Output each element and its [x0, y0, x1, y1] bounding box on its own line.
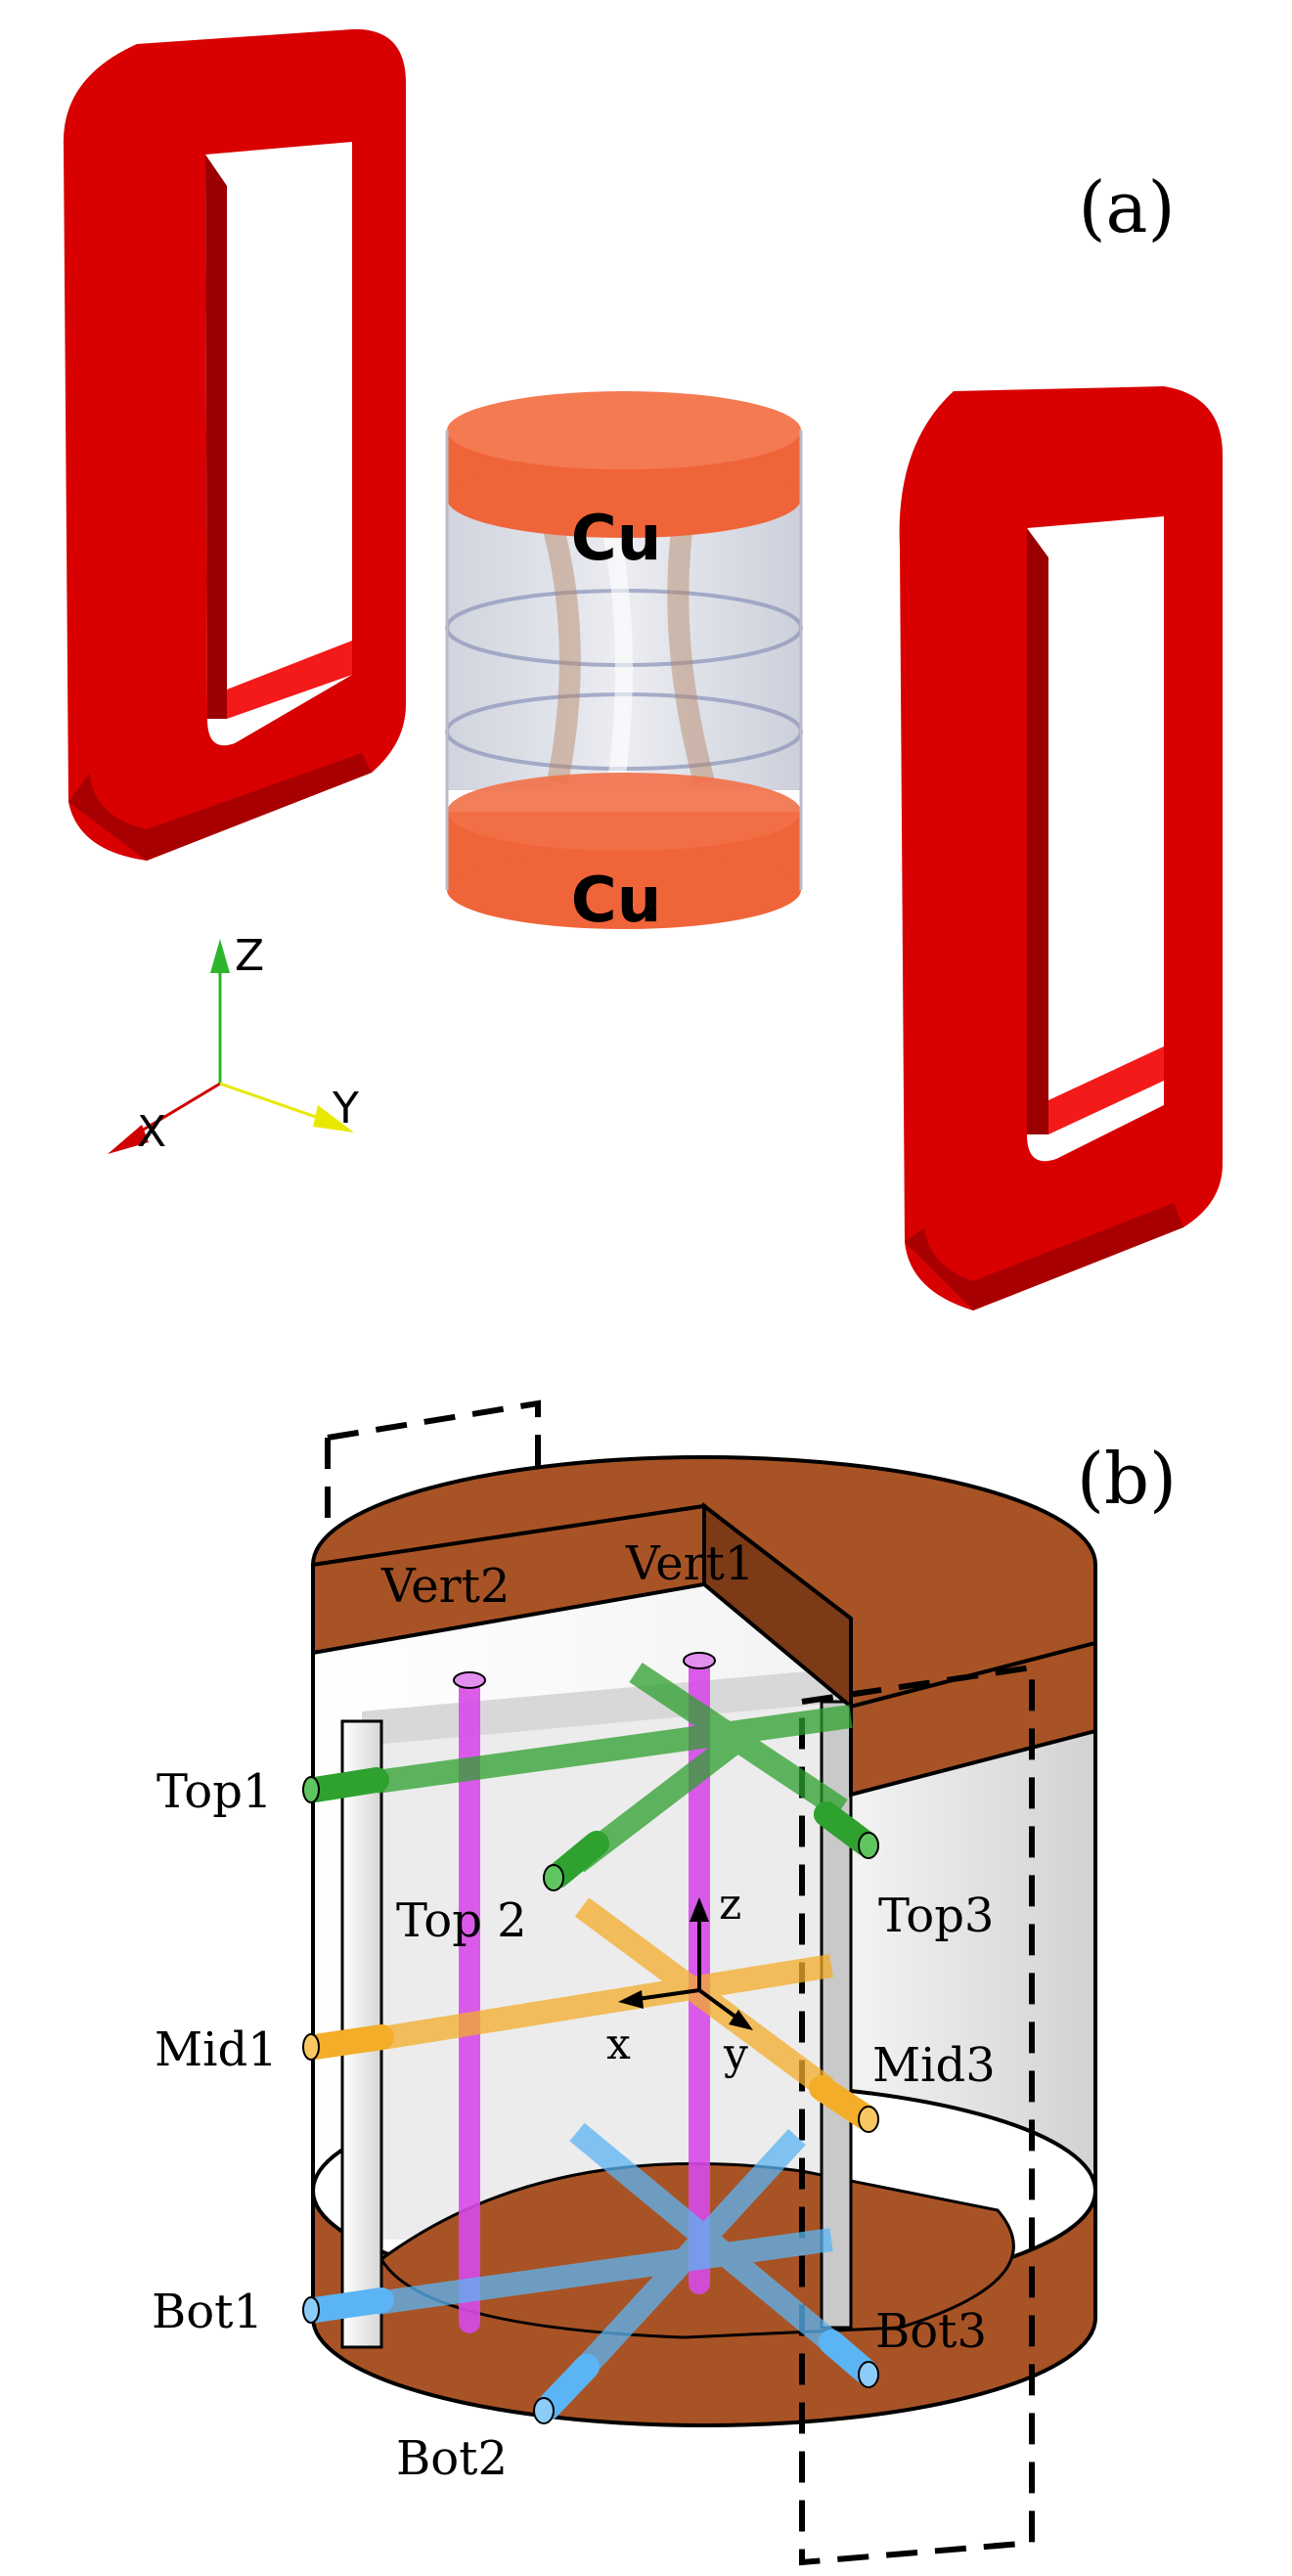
axis-b-y-label: y [723, 2029, 748, 2079]
label-top3: Top3 [878, 1888, 994, 1943]
right-coil [899, 386, 1223, 1310]
panel-b: (b) [152, 1399, 1177, 2566]
panel-a: (a) [63, 28, 1223, 1310]
axis-b-z-label: z [719, 1880, 741, 1930]
axis-a-y-label: Y [332, 1084, 359, 1133]
label-bot1: Bot1 [152, 2285, 263, 2339]
z-arrow-b-icon [690, 1897, 709, 1922]
axis-a-z-label: Z [235, 931, 264, 981]
top-copper-disk [310, 1455, 1097, 1710]
bot-probes [375, 2122, 839, 2385]
label-bot2: Bot2 [396, 2431, 508, 2486]
panel-b-tag: (b) [1077, 1438, 1177, 1520]
label-mid3: Mid3 [872, 2038, 996, 2093]
label-vert1: Vert1 [625, 1536, 754, 1591]
top-plate-label: Cu [571, 503, 662, 575]
x-arrow-b-icon [618, 1990, 644, 2009]
panel-a-tag: (a) [1078, 166, 1175, 248]
axis-triad: Z X Y [108, 931, 359, 1157]
label-vert2: Vert2 [380, 1559, 510, 1614]
axis-a-x-label: X [137, 1107, 166, 1157]
y-arrow-b-icon [729, 2010, 753, 2030]
top-probe-ends [302, 1767, 879, 1891]
mid-probe-ends [302, 2024, 879, 2133]
axis-triad-b: z x y [606, 1880, 753, 2079]
label-top2: Top 2 [396, 1893, 527, 1948]
bot-probe-ends [302, 2287, 879, 2424]
label-mid1: Mid1 [155, 2022, 278, 2077]
y-arrow-icon [313, 1105, 354, 1133]
left-coil [63, 28, 406, 862]
probe-labels: Vert2 Vert1 Top1 Top 2 Top3 Mid1 Mid3 Bo… [152, 1536, 996, 2486]
cylinder-cell: Cu Cu [445, 391, 803, 937]
z-arrow-icon [210, 939, 230, 973]
label-top1: Top1 [156, 1764, 272, 1819]
x-arrow-icon [108, 1125, 149, 1154]
bottom-plate-label: Cu [571, 865, 662, 937]
axis-b-x-label: x [606, 2020, 631, 2069]
mid-probes [375, 1897, 834, 2098]
label-bot3: Bot3 [875, 2304, 987, 2359]
